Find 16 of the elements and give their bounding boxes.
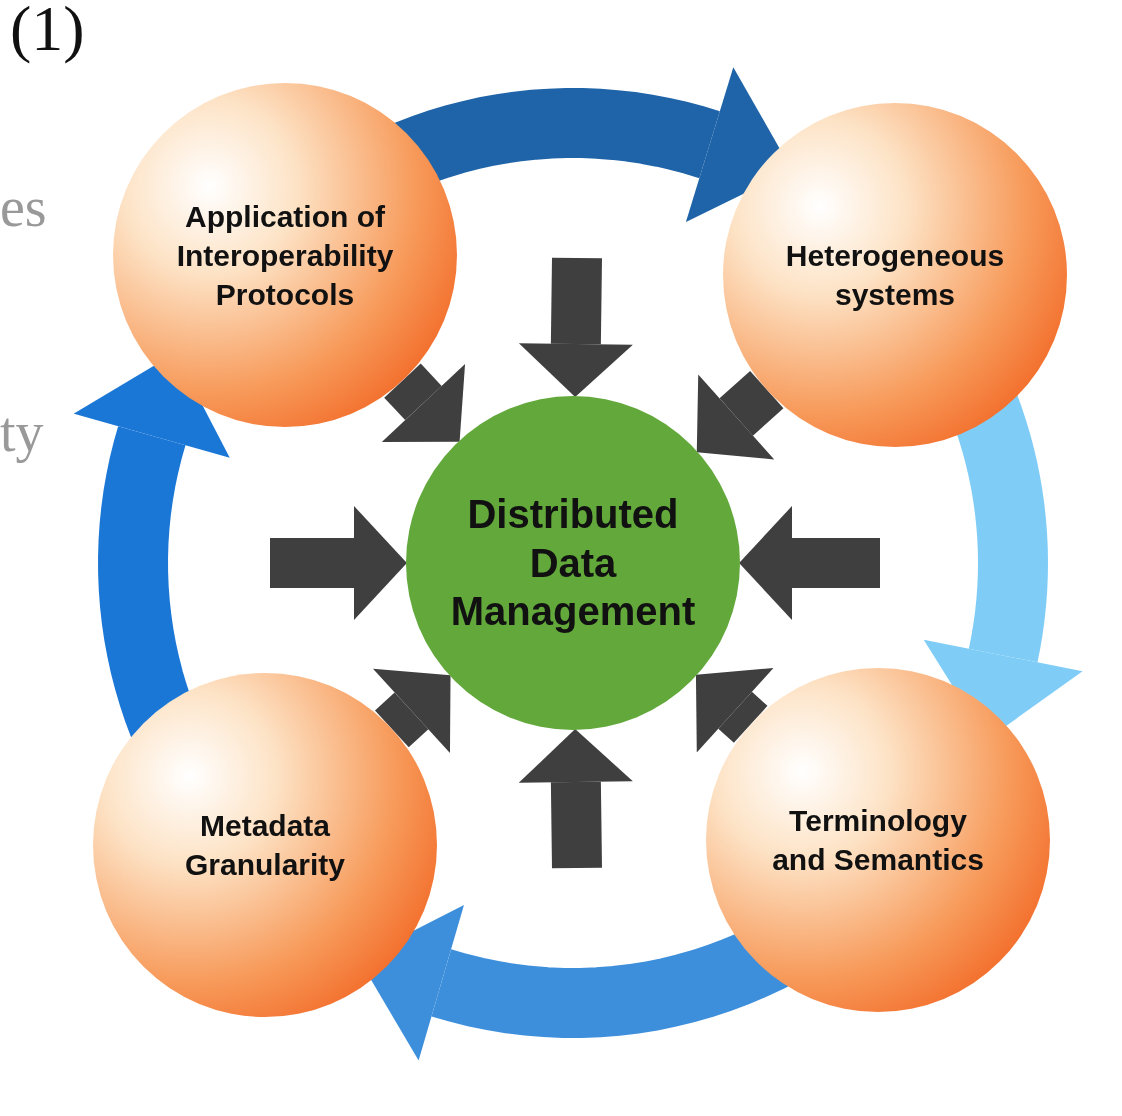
block-arrow — [270, 506, 407, 620]
circle-label: Distributed Data Management — [449, 490, 697, 636]
circle-label: Application of Interoperability Protocols — [175, 198, 395, 313]
block-arrow — [518, 257, 633, 397]
block-arrow — [381, 363, 466, 442]
block-arrow — [518, 729, 633, 869]
cropped-text: ty — [0, 400, 44, 464]
cropped-text: (1) — [10, 0, 85, 66]
block-arrow — [695, 668, 774, 753]
block-arrow — [696, 371, 784, 460]
circle-label: Heterogeneous systems — [784, 238, 1006, 313]
block-arrow — [739, 506, 880, 620]
cropped-text: es — [0, 175, 47, 239]
circle-label: Metadata Granularity — [183, 808, 347, 883]
block-arrow — [373, 668, 451, 753]
circle-label: Terminology and Semantics — [771, 803, 985, 878]
